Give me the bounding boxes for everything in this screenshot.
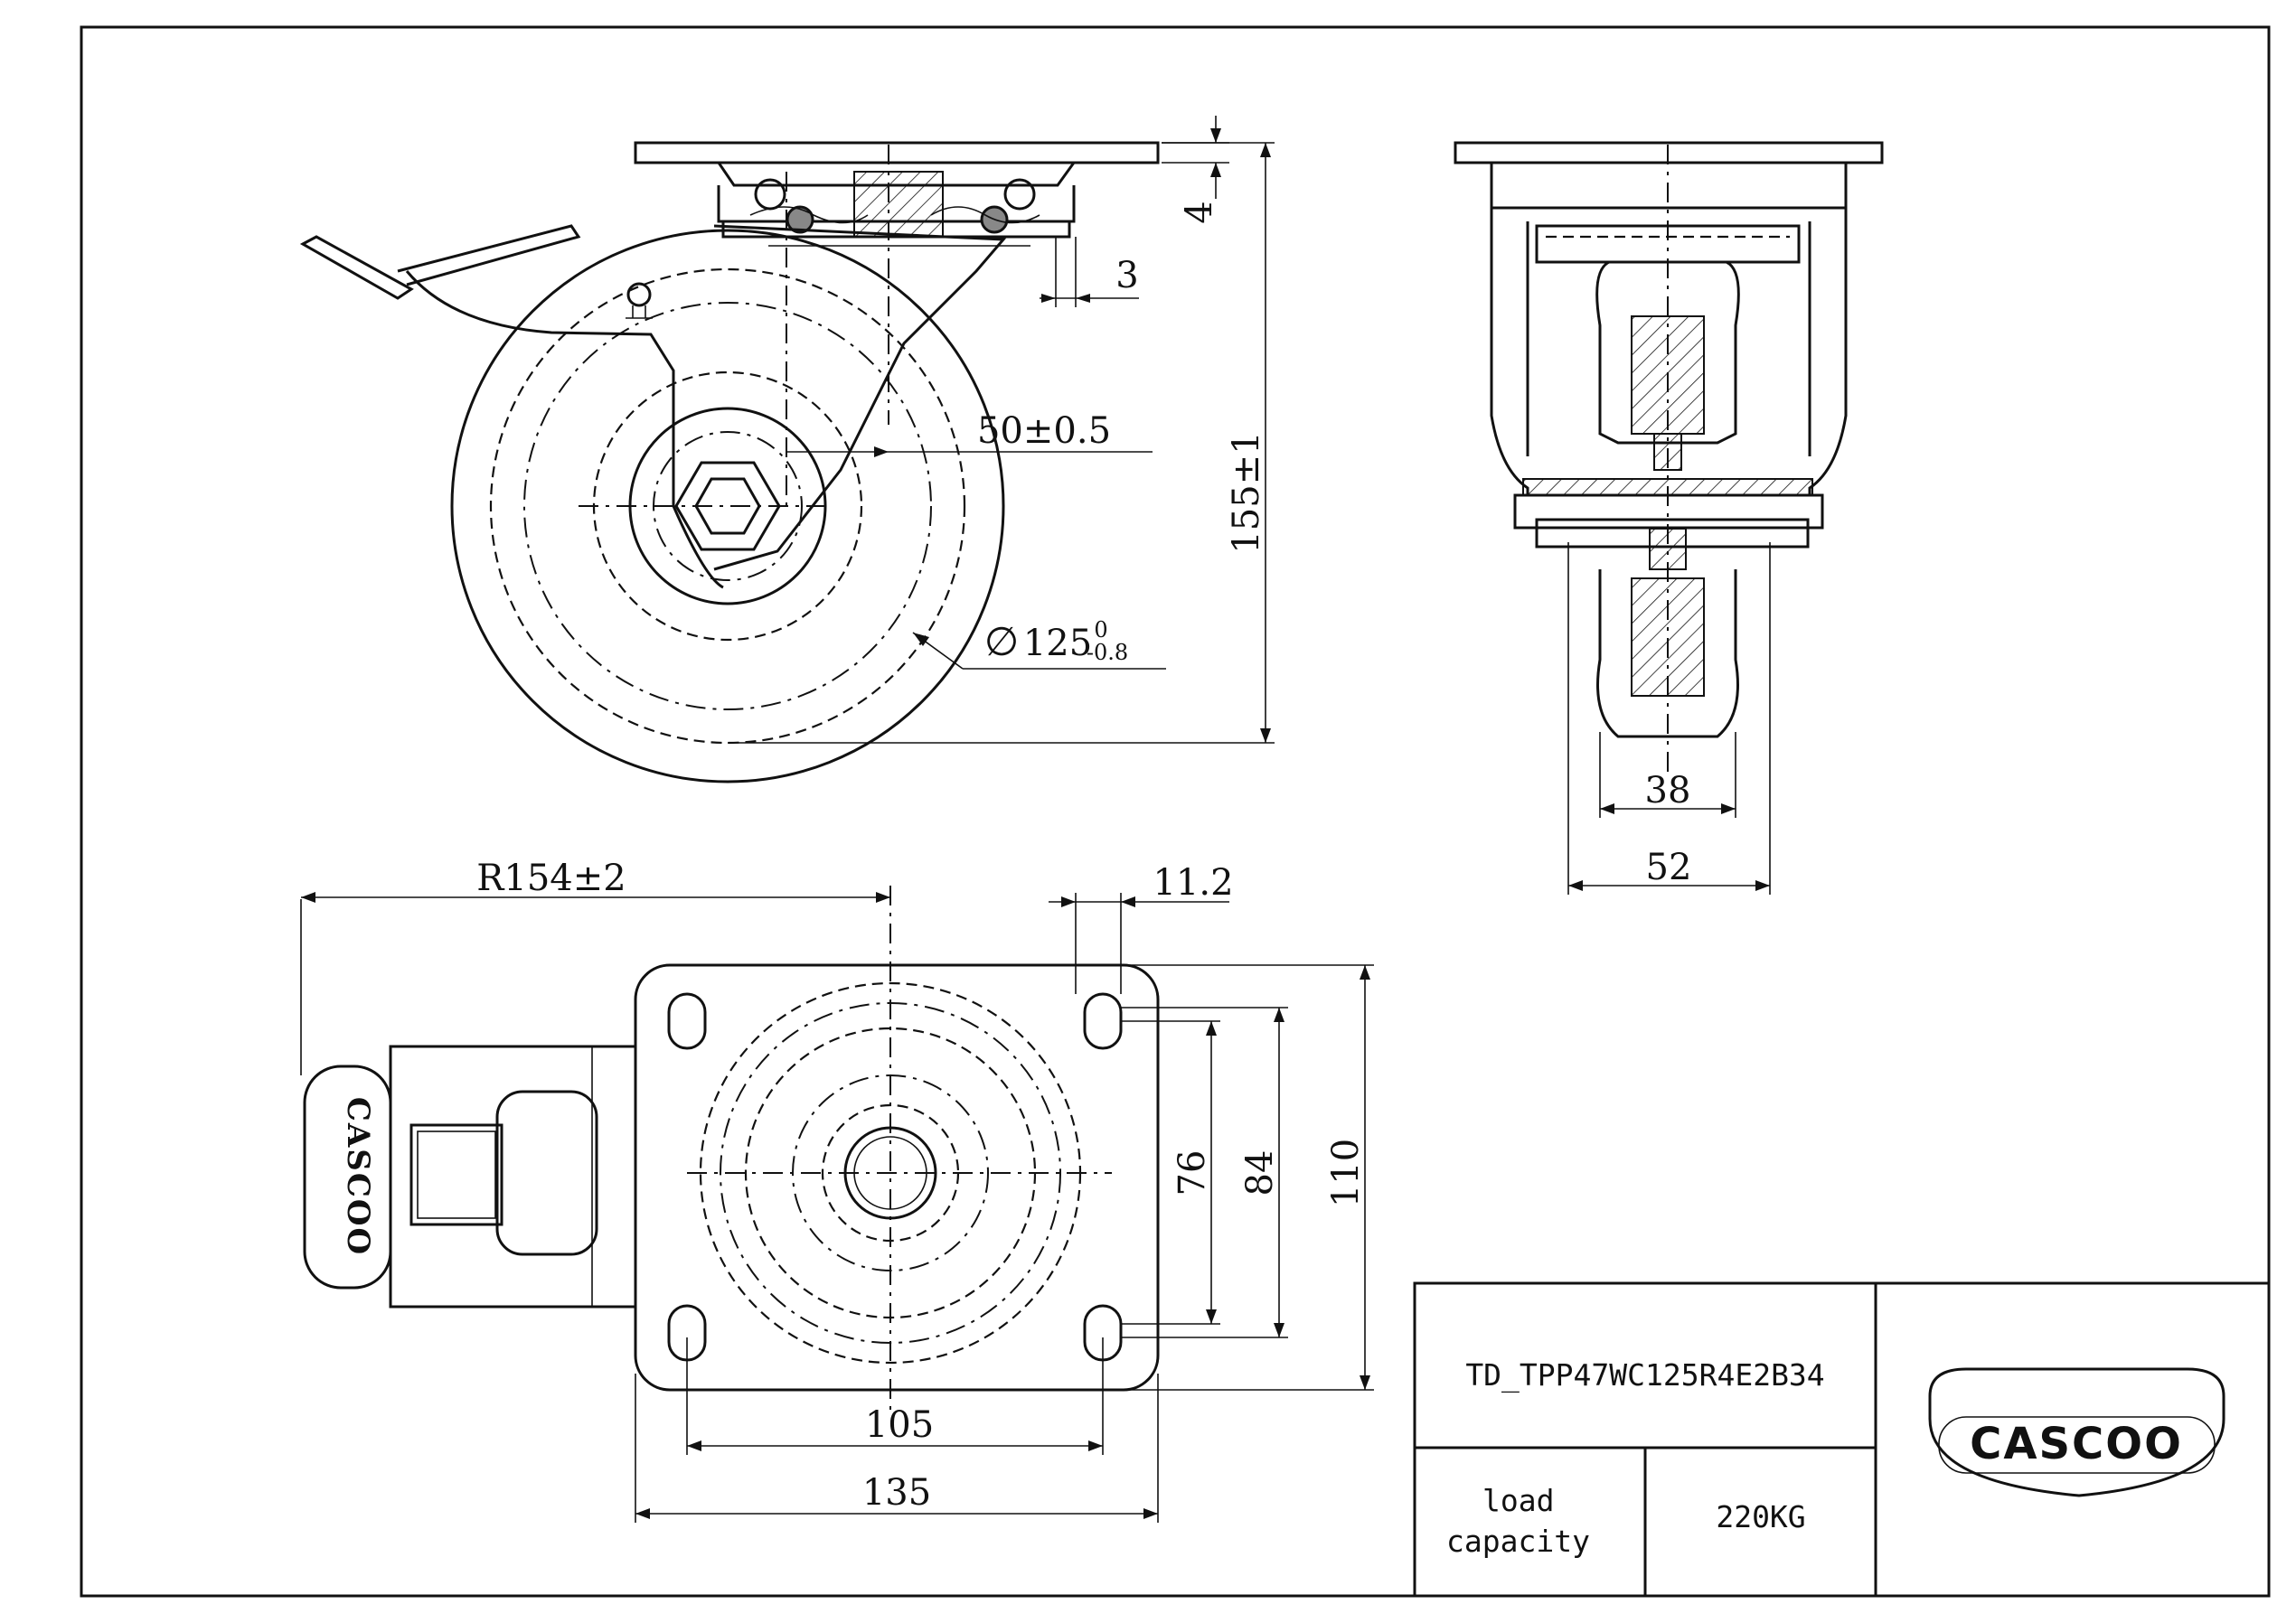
dim-height: 155±1 — [1226, 431, 1267, 553]
load-label-line1: load — [1482, 1483, 1554, 1518]
dim-plate-width: 110 — [1325, 1139, 1367, 1207]
logo-text: CASCOO — [1970, 1419, 2183, 1469]
top-view-dimensions: R154±2 11.2 76 84 110 105 — [300, 858, 1374, 1523]
load-label-line2: capacity — [1446, 1524, 1590, 1559]
dim-hole-spacing-mid: 84 — [1239, 1150, 1281, 1196]
dim-wheel-tol-lower: -0.8 — [1087, 640, 1128, 665]
dim-slot-width: 11.2 — [1153, 862, 1233, 904]
dim-hole-spacing-short: 76 — [1172, 1150, 1213, 1196]
dim-wheel-diameter-symbol: ∅ — [984, 619, 1019, 665]
dim-hole-spacing-long: 105 — [865, 1404, 934, 1446]
dim-hub-length: 38 — [1645, 770, 1691, 812]
load-value: 220KG — [1716, 1499, 1805, 1534]
part-number: TD_TPP47WC125R4E2B34 — [1465, 1357, 1824, 1393]
side-view — [299, 141, 1160, 783]
title-block: TD_TPP47WC125R4E2B34 load capacity 220KG… — [1413, 1281, 2271, 1598]
dim-offset: 50±0.5 — [977, 410, 1111, 452]
dim-wheel-diameter: 125 — [1023, 623, 1092, 664]
dim-swivel-offset: 3 — [1115, 255, 1138, 296]
company-logo: CASCOO — [1928, 1367, 2225, 1497]
drawing-border — [80, 25, 2271, 1598]
dim-tread-width: 52 — [1646, 847, 1692, 888]
front-view — [1454, 141, 1884, 777]
dim-plate-length: 135 — [862, 1472, 931, 1514]
dim-plate-thickness: 4 — [1179, 201, 1220, 223]
top-view: CASCOO — [303, 886, 1160, 1410]
brake-pedal-logo: CASCOO — [340, 1097, 376, 1256]
front-view-dimensions: 38 52 — [1567, 542, 1771, 895]
dim-swivel-radius: R154±2 — [476, 858, 626, 899]
side-view-dimensions: 4 3 50±0.5 155±1 ∅ 125 0 -0.8 — [728, 116, 1275, 744]
dim-wheel-tol-upper: 0 — [1094, 617, 1107, 643]
